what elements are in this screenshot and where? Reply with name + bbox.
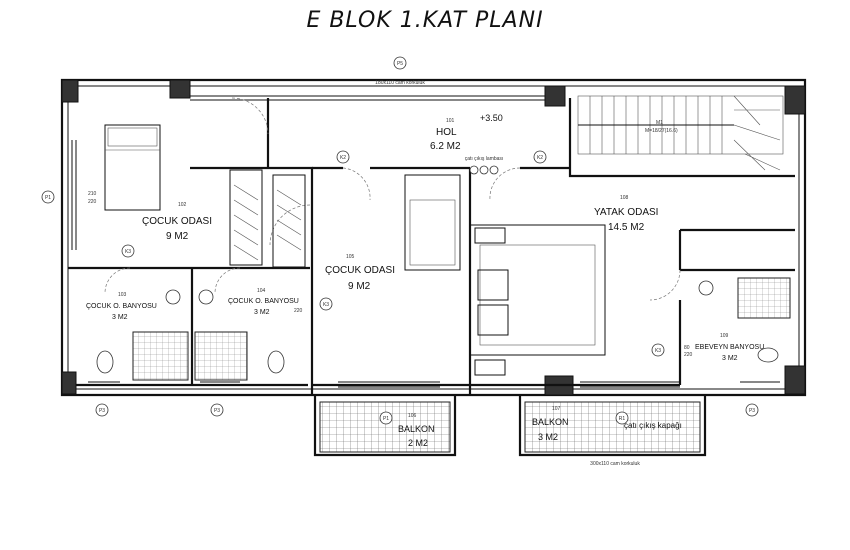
marker-p3-c: P3 — [749, 408, 755, 414]
balconies — [319, 401, 701, 453]
hol-level: +3.50 — [480, 113, 503, 123]
bath-fixtures — [96, 165, 791, 381]
marker-p1-balcony: P1 — [383, 416, 389, 422]
cocuk1-name: ÇOCUK ODASI — [142, 216, 212, 227]
section-markers — [41, 56, 759, 425]
yatak-area: 14.5 M2 — [608, 222, 645, 233]
banyo2-name: ÇOCUK O. BANYOSU — [228, 298, 299, 305]
cocuk1-number: 102 — [178, 202, 187, 208]
hol-name: HOL — [436, 127, 457, 138]
roof-hatch-label: çatı çıkış kapağı — [624, 421, 682, 430]
balkon2-name: BALKON — [532, 417, 569, 427]
dim-80: 80 — [684, 345, 690, 351]
banyo1-name: ÇOCUK O. BANYOSU — [86, 303, 157, 310]
cocuk2-number: 105 — [346, 254, 355, 260]
ebeveyn-name: EBEVEYN BANYOSU — [695, 344, 764, 351]
doors — [104, 97, 681, 301]
balkon2-number: 107 — [552, 406, 561, 412]
dim-220: 220 — [88, 199, 97, 205]
ebeveyn-number: 109 — [720, 333, 729, 339]
hol-area: 6.2 M2 — [430, 141, 461, 152]
banyo2-number: 104 — [257, 288, 266, 294]
balkon2-area: 3 M2 — [538, 432, 558, 442]
yatak-number: 108 — [620, 195, 629, 201]
marker-k2-b: K2 — [537, 155, 543, 161]
hol-number: 101 — [446, 118, 455, 124]
stair-number: M1 — [656, 120, 663, 126]
yatak-name: YATAK ODASI — [594, 207, 658, 218]
banyo1-number: 103 — [118, 292, 127, 298]
dim-220-ebeveyn: 220 — [684, 352, 693, 358]
plan-title: E BLOK 1.KAT PLANI — [306, 8, 544, 33]
balkon1-number: 106 — [408, 413, 417, 419]
marker-p3-b: P3 — [214, 408, 220, 414]
marker-r1: R1 — [619, 416, 626, 422]
note-bottom-rail: 300x110 cam korkuluk — [590, 461, 640, 467]
banyo2-area: 3 M2 — [254, 309, 270, 316]
cocuk2-area: 9 M2 — [348, 281, 371, 292]
marker-p1-left: P1 — [45, 195, 51, 201]
note-top-rail: 180x110 cam korkuluk — [375, 80, 425, 86]
ebeveyn-area: 3 M2 — [722, 355, 738, 362]
banyo1-area: 3 M2 — [112, 314, 128, 321]
balkon1-name: BALKON — [398, 424, 435, 434]
marker-p5: P5 — [397, 61, 403, 67]
cocuk2-name: ÇOCUK ODASI — [325, 265, 395, 276]
marker-k3-b: K3 — [323, 302, 329, 308]
interior-walls — [68, 98, 795, 395]
stair-spec: M=18/27(16.6) — [645, 128, 678, 134]
marker-p3-a: P3 — [99, 408, 105, 414]
marker-k3-c: K3 — [655, 348, 661, 354]
marker-k2-a: K2 — [340, 155, 346, 161]
structural-columns — [61, 79, 806, 396]
note-hol-fixture: çatı çıkış lambası — [465, 156, 504, 162]
furniture — [104, 124, 606, 376]
windows — [71, 95, 780, 388]
marker-k3-a: K3 — [125, 249, 131, 255]
balkon1-area: 2 M2 — [408, 438, 428, 448]
dim-220-bath: 220 — [294, 308, 303, 314]
cocuk1-area: 9 M2 — [166, 231, 189, 242]
staircase — [577, 95, 784, 171]
dim-210: 210 — [88, 191, 97, 197]
